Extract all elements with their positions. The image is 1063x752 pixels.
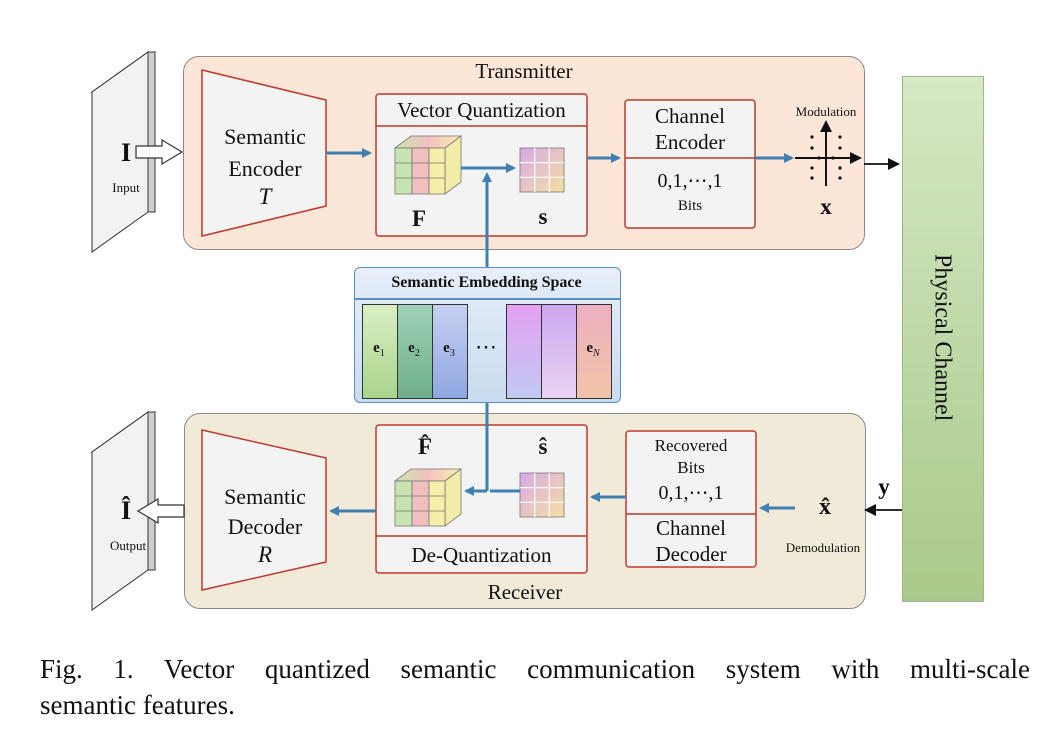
tx-bits-value: 0,1,⋯,1 xyxy=(657,170,723,192)
tx-bits-label: Bits xyxy=(677,198,703,214)
output-label: Output xyxy=(109,538,147,553)
vq-title: Vector Quantization xyxy=(397,98,566,122)
physical-channel-block xyxy=(902,76,984,602)
recovered-bits-line2: Bits xyxy=(677,458,705,477)
output-slab xyxy=(90,411,157,611)
decoder-label-line2: Decoder xyxy=(227,514,303,539)
embedding-vector-n xyxy=(576,304,612,399)
index-grid-s xyxy=(519,147,565,193)
output-symbol: Î xyxy=(120,496,132,525)
embedding-label-e2: e2 xyxy=(408,340,420,359)
channel-decoder-line1: Channel xyxy=(656,516,726,540)
embedding-vector-3 xyxy=(432,304,468,399)
receiver-title: Receiver xyxy=(487,580,563,604)
dq-title: De-Quantization xyxy=(411,543,552,567)
feature-cube-f xyxy=(393,135,463,195)
index-grid-s-hat xyxy=(519,472,565,518)
encoder-symbol: T xyxy=(258,184,272,209)
input-slab xyxy=(90,51,157,253)
modulation-constellation-icon xyxy=(795,120,862,186)
rx-bits-value: 0,1,⋯,1 xyxy=(658,482,724,504)
semantic-decoder-shape xyxy=(201,429,327,591)
decoder-label-line1: Semantic xyxy=(224,484,306,509)
caption-line-1: Fig. 1. Vector quantized semantic commun… xyxy=(40,654,1030,684)
vector-quantization-box xyxy=(375,93,588,237)
embedding-label-e3: e3 xyxy=(443,340,455,359)
index-hat-symbol: ŝ xyxy=(538,434,548,459)
input-label: Input xyxy=(112,180,140,195)
embedding-vector-n-2 xyxy=(506,304,542,399)
encoder-label-line1: Semantic xyxy=(224,124,306,149)
figure-caption: Fig. 1. Vector quantized semantic commun… xyxy=(40,651,1030,723)
recovered-bits-line1: Recovered xyxy=(654,436,728,455)
decoder-symbol: R xyxy=(257,542,273,567)
physical-channel-label-wrap: Physical Channel xyxy=(902,76,982,600)
feature-cube-f-hat xyxy=(393,468,463,527)
channel-encoder-line1: Channel xyxy=(655,104,725,128)
input-symbol: I xyxy=(120,138,132,167)
modulation-label: Modulation xyxy=(795,104,857,119)
rx-hat-symbol: x̂ xyxy=(819,494,831,520)
input-hollow-arrow xyxy=(135,138,184,166)
caption-line-2: semantic features. xyxy=(40,690,235,720)
embedding-ellipsis: ⋯ xyxy=(475,334,497,359)
embedding-label-en: eN xyxy=(586,340,600,359)
rx-symbol-y: y xyxy=(878,474,890,499)
embedding-vector-1 xyxy=(362,304,398,399)
channel-decoder-box xyxy=(625,430,757,568)
feature-symbol-f: F xyxy=(411,206,427,231)
channel-encoder-box xyxy=(624,99,756,229)
encoder-label-line2: Encoder xyxy=(228,156,302,181)
embedding-title-divider xyxy=(355,298,620,300)
output-hollow-arrow xyxy=(136,497,185,525)
channel-decoder-line2: Decoder xyxy=(655,542,727,566)
semantic-encoder-shape xyxy=(201,69,327,237)
embedding-title: Semantic Embedding Space xyxy=(391,274,582,291)
transmitter-title: Transmitter xyxy=(475,59,573,83)
embedding-vector-n-1 xyxy=(541,304,577,399)
embedding-label-e1: e1 xyxy=(373,340,385,359)
channel-encoder-line2: Encoder xyxy=(655,130,725,154)
feature-hat-symbol: F̂ xyxy=(417,434,433,459)
demodulation-label: Demodulation xyxy=(785,540,861,555)
index-symbol-s: s xyxy=(538,204,548,229)
physical-channel-label: Physical Channel xyxy=(929,254,956,422)
tx-symbol-x: x xyxy=(820,194,832,219)
